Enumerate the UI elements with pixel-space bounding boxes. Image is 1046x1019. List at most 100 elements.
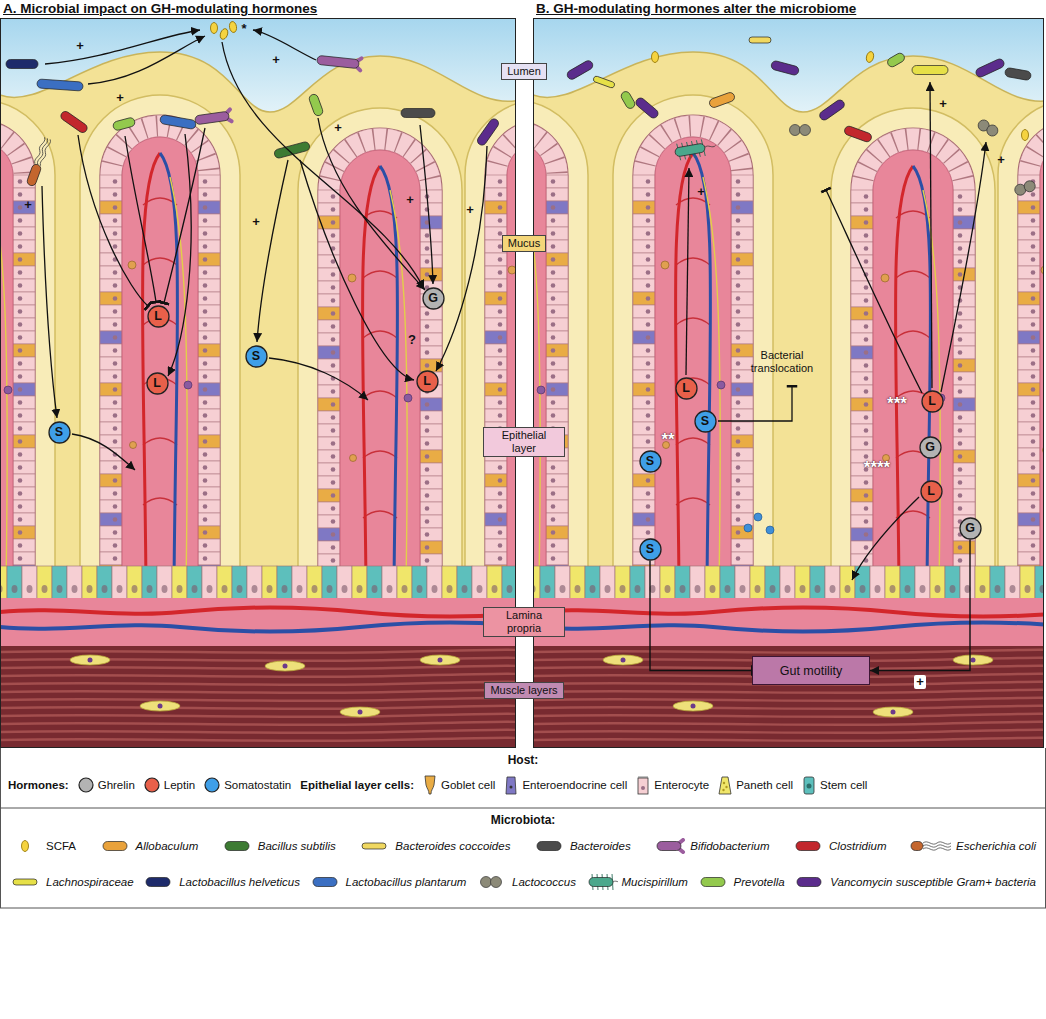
nucleus <box>551 413 556 418</box>
legend-swatch <box>144 777 160 793</box>
nucleus <box>203 335 208 340</box>
art-rect <box>770 60 799 76</box>
nucleus <box>1031 556 1036 561</box>
legend-frame <box>0 748 1 908</box>
hormone-circle: G <box>959 517 982 540</box>
nucleus <box>498 179 503 184</box>
nucleus <box>1031 387 1036 392</box>
epithelial-cell <box>953 281 975 294</box>
epithelial-cell <box>420 554 442 567</box>
crypt-cell <box>97 566 112 600</box>
epithelial-cell <box>485 188 507 201</box>
epithelial-cell <box>485 539 507 552</box>
epithelial-cell <box>100 279 122 292</box>
epithelial-cell <box>546 214 568 227</box>
nucleus <box>736 322 741 327</box>
bacterium <box>865 51 875 63</box>
nucleus <box>498 309 503 314</box>
nucleus <box>958 207 963 212</box>
epithelial-cell <box>13 448 35 461</box>
nucleus <box>447 585 453 593</box>
nucleus <box>958 194 963 199</box>
epithelial-cell <box>13 422 35 435</box>
nucleus <box>425 428 430 433</box>
nucleus <box>736 543 741 548</box>
epithelial-cell <box>851 203 873 216</box>
nucleus <box>958 493 963 498</box>
nucleus <box>646 361 651 366</box>
nucleus <box>18 543 23 548</box>
nucleus <box>545 585 551 593</box>
effect-arrow <box>436 146 487 371</box>
nucleus <box>575 585 581 593</box>
nucleus <box>864 194 869 199</box>
nucleus <box>736 387 741 392</box>
nucleus <box>736 374 741 379</box>
nucleus <box>1031 465 1036 470</box>
hormone-circle: S <box>639 538 662 561</box>
epithelial-cell <box>13 539 35 552</box>
muscle-fibre <box>0 666 516 669</box>
box-text: Mucus <box>508 237 540 250</box>
legend-swatch <box>78 777 94 793</box>
nucleus <box>331 272 336 277</box>
epithelial-cell <box>318 268 340 281</box>
epithelial-cell <box>546 396 568 409</box>
nucleus <box>605 585 611 593</box>
crypt-cell <box>690 566 705 600</box>
epithelial-cell <box>731 448 753 461</box>
capillary <box>363 271 397 278</box>
nerve <box>170 177 187 585</box>
epithelial-cell <box>198 435 220 448</box>
art-path <box>506 777 516 794</box>
epithelial-cell <box>546 201 568 214</box>
nucleus <box>113 192 118 197</box>
crypt-cell <box>442 566 457 600</box>
nucleus <box>18 504 23 509</box>
art-rect <box>589 878 613 887</box>
epithelial-cell <box>633 266 655 279</box>
nucleus <box>18 309 23 314</box>
epithelial-cell <box>953 554 975 567</box>
nucleus <box>331 337 336 342</box>
epithelial-cell <box>546 409 568 422</box>
nucleus <box>203 218 208 223</box>
epithelial-cell <box>1018 240 1040 253</box>
nucleus <box>646 322 651 327</box>
epithelial-cell <box>198 188 220 201</box>
nucleus <box>551 309 556 314</box>
crypt-cell <box>533 566 540 600</box>
epithelial-cell <box>198 474 220 487</box>
artery <box>895 166 913 585</box>
nucleus <box>995 585 1001 593</box>
bacterium <box>593 75 616 88</box>
epithelial-cell <box>13 552 35 565</box>
epithelial-cell <box>731 305 753 318</box>
epithelial-cell <box>420 203 442 216</box>
epithelial-cell <box>13 292 35 305</box>
vein <box>913 166 931 585</box>
crypt-cell <box>1020 566 1035 600</box>
legend-swatch <box>504 775 518 795</box>
crypt-cell <box>960 566 975 600</box>
nucleus <box>1031 517 1036 522</box>
epithelial-cell <box>318 307 340 320</box>
crypt-cell <box>367 566 382 600</box>
art-rect <box>401 109 435 118</box>
layer-label: Lamina propria <box>483 607 565 637</box>
layer-label: Lumen <box>501 63 547 80</box>
art-rect <box>657 842 681 851</box>
epithelial-cell <box>420 346 442 359</box>
epithelial-cell <box>633 357 655 370</box>
epithelial-cell <box>731 487 753 500</box>
nucleus <box>498 205 503 210</box>
epithelial-cell <box>546 240 568 253</box>
art-rect <box>59 110 89 135</box>
nucleus <box>203 543 208 548</box>
nucleus <box>736 309 741 314</box>
epithelial-cell <box>851 502 873 515</box>
nucleus <box>18 283 23 288</box>
nucleus <box>18 387 23 392</box>
crypt-cell <box>127 566 142 600</box>
ganglion <box>873 707 913 717</box>
